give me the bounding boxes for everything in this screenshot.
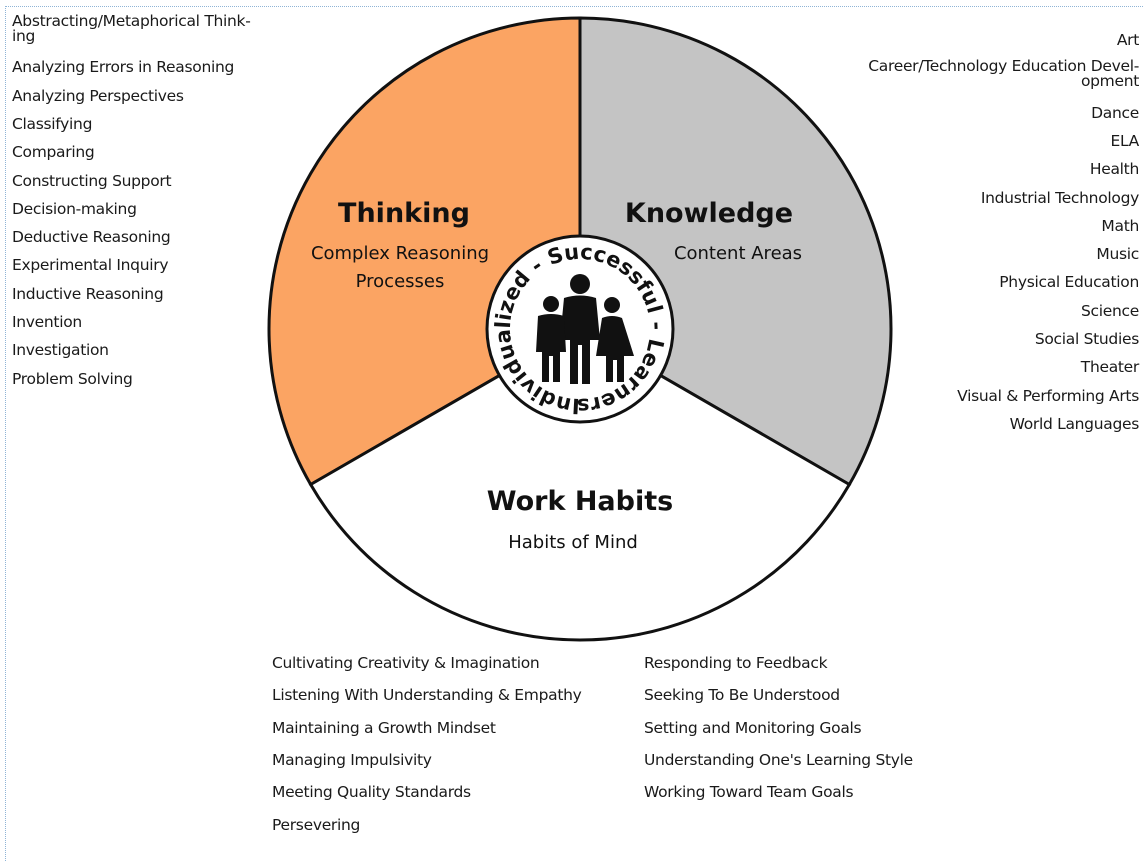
list-item: Understanding One's Learning Style	[644, 750, 913, 769]
list-item: Math	[1101, 216, 1139, 235]
list-item: Decision-making	[12, 199, 137, 218]
diagram-frame	[5, 6, 1143, 861]
list-item: Meeting Quality Standards	[272, 783, 471, 802]
list-item: Working Toward Team Goals	[644, 783, 854, 802]
list-item: Investigation	[12, 341, 109, 360]
list-item: Maintaining a Growth Mindset	[272, 718, 496, 737]
list-item: Responding to Feedback	[644, 654, 828, 672]
list-item: Art	[1116, 31, 1139, 49]
list-item: Science	[1081, 301, 1139, 320]
list-item: Physical Education	[999, 273, 1139, 292]
list-item: Invention	[12, 313, 82, 331]
list-item: Health	[1089, 160, 1139, 179]
list-item: Abstracting/Metaphorical Think-ing	[12, 12, 251, 45]
list-item: Cultivating Creativity & Imagination	[272, 654, 540, 672]
list-item: Dance	[1091, 103, 1139, 122]
list-item: Comparing	[12, 143, 95, 162]
list-item: Problem Solving	[12, 369, 133, 388]
list-item: Persevering	[272, 815, 361, 834]
list-item: Setting and Monitoring Goals	[644, 718, 862, 737]
thinking-subtitle-line2: Processes	[356, 271, 445, 292]
list-item: Experimental Inquiry	[12, 256, 169, 275]
list-item: Career/Technology Education Devel-opment	[868, 57, 1139, 91]
thinking-subtitle-line1: Complex Reasoning	[311, 243, 489, 264]
list-item: Listening With Understanding & Empathy	[272, 686, 582, 705]
list-item: ELA	[1110, 131, 1140, 150]
work-habits-title: Work Habits	[487, 486, 673, 517]
list-item: Theater	[1080, 358, 1140, 377]
work-habits-segment	[308, 327, 852, 642]
list-item: Deductive Reasoning	[12, 228, 171, 247]
list-item: Classifying	[12, 114, 93, 133]
list-item: World Languages	[1009, 414, 1140, 433]
family-icon	[536, 274, 634, 384]
list-item: Visual & Performing Arts	[957, 386, 1139, 405]
list-item: Seeking To Be Understood	[644, 686, 840, 705]
list-item: Music	[1096, 245, 1139, 264]
list-item: Managing Impulsivity	[272, 750, 432, 769]
knowledge-subtitle: Content Areas	[674, 243, 802, 264]
list-item: Industrial Technology	[980, 188, 1139, 207]
list-item: Inductive Reasoning	[12, 284, 164, 303]
list-item: Social Studies	[1034, 330, 1139, 348]
work-habits-subtitle: Habits of Mind	[508, 532, 638, 553]
knowledge-title: Knowledge	[625, 198, 793, 229]
thinking-title: Thinking	[338, 198, 470, 229]
list-item: Analyzing Errors in Reasoning	[12, 58, 235, 77]
list-item: Constructing Support	[12, 171, 172, 190]
list-item: Analyzing Perspectives	[12, 86, 184, 105]
